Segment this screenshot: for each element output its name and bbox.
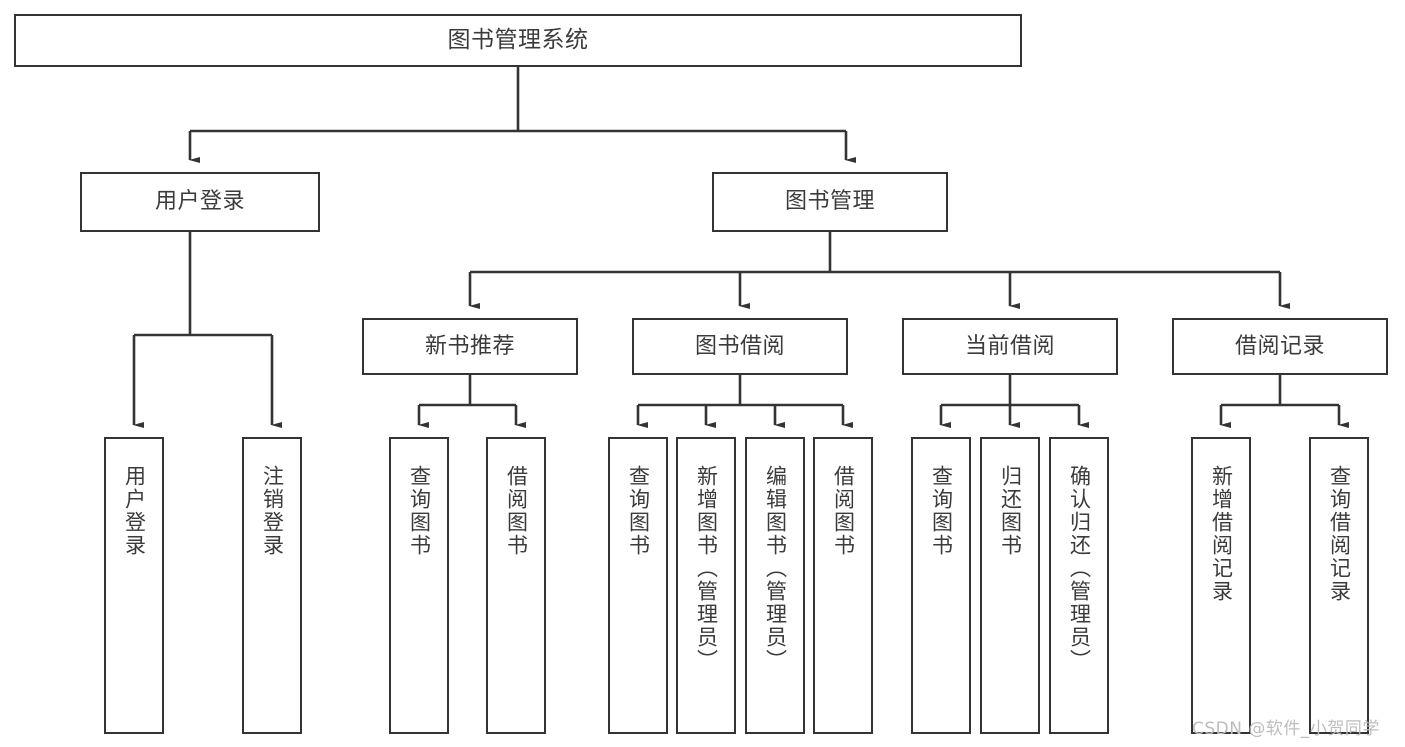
- node-root-system[interactable]: 图书管理系统: [14, 14, 1022, 67]
- node-label: 借阅记录: [1234, 333, 1325, 359]
- node-label: 新增图书（管理员）: [694, 465, 719, 672]
- node-book-management[interactable]: 图书管理: [712, 172, 948, 232]
- leaf-new-book-query[interactable]: 查询图书: [389, 437, 449, 734]
- leaf-user-login-login[interactable]: 用户登录: [104, 437, 164, 734]
- leaf-book-borrow-add[interactable]: 新增图书（管理员）: [676, 437, 736, 734]
- node-new-book-recommend[interactable]: 新书推荐: [362, 318, 578, 375]
- node-label: 查询图书: [407, 465, 432, 557]
- leaf-book-borrow-borrow[interactable]: 借阅图书: [813, 437, 873, 734]
- node-label: 当前借阅: [964, 333, 1055, 359]
- node-label: 确认归还（管理员）: [1067, 465, 1092, 672]
- leaf-current-borrow-query[interactable]: 查询图书: [911, 437, 971, 734]
- node-label: 编辑图书（管理员）: [763, 465, 788, 672]
- leaf-book-borrow-edit[interactable]: 编辑图书（管理员）: [745, 437, 805, 734]
- node-label: 查询借阅记录: [1327, 465, 1352, 603]
- node-current-borrow[interactable]: 当前借阅: [902, 318, 1118, 375]
- node-label: 图书借阅: [694, 333, 785, 359]
- node-label: 查询图书: [929, 465, 954, 557]
- leaf-borrow-record-add[interactable]: 新增借阅记录: [1191, 437, 1251, 734]
- node-label: 图书管理: [784, 189, 875, 215]
- node-label: 用户登录: [122, 465, 147, 557]
- leaf-user-login-logout[interactable]: 注销登录: [242, 437, 302, 734]
- node-label: 用户登录: [154, 189, 245, 215]
- node-label: 查询图书: [626, 465, 651, 557]
- node-borrow-record[interactable]: 借阅记录: [1172, 318, 1388, 375]
- node-book-borrow[interactable]: 图书借阅: [632, 318, 848, 375]
- node-label: 图书管理系统: [447, 26, 589, 53]
- node-label: 注销登录: [260, 465, 285, 557]
- leaf-current-borrow-confirm-return[interactable]: 确认归还（管理员）: [1049, 437, 1109, 734]
- node-label: 新增借阅记录: [1209, 465, 1234, 603]
- node-label: 归还图书: [998, 465, 1023, 557]
- node-label: 新书推荐: [424, 333, 515, 359]
- leaf-new-book-borrow[interactable]: 借阅图书: [486, 437, 546, 734]
- leaf-current-borrow-return[interactable]: 归还图书: [980, 437, 1040, 734]
- leaf-book-borrow-query[interactable]: 查询图书: [608, 437, 668, 734]
- node-user-login[interactable]: 用户登录: [80, 172, 320, 232]
- node-label: 借阅图书: [504, 465, 529, 557]
- watermark-text: CSDN @软件_小贺同学: [1192, 719, 1380, 739]
- node-label: 借阅图书: [831, 465, 856, 557]
- leaf-borrow-record-query[interactable]: 查询借阅记录: [1309, 437, 1369, 734]
